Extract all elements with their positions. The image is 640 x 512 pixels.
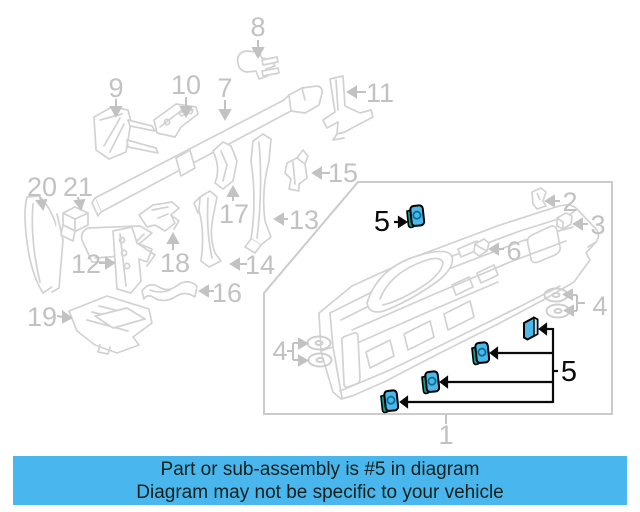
part-2-drawing — [531, 187, 547, 210]
part-7-label: 7 — [217, 73, 232, 103]
part-10-arrow — [179, 97, 193, 119]
part-8-drawing — [236, 50, 280, 80]
part-13-arrow — [273, 212, 288, 226]
part-20-label: 20 — [27, 172, 57, 202]
part-14-drawing — [193, 190, 222, 268]
part-14-label: 14 — [245, 250, 275, 280]
part-13-drawing — [244, 133, 272, 254]
part-17-drawing — [212, 141, 238, 190]
banner-line-2: Diagram may not be specific to your vehi… — [136, 481, 504, 503]
part-13-label: 13 — [289, 205, 319, 235]
part-4-left-bracket — [287, 337, 310, 367]
part-4-right-bracket — [561, 288, 585, 317]
part-21-arrow — [73, 196, 86, 212]
part-5-bracket — [399, 322, 558, 409]
part-3-label: 3 — [590, 210, 605, 240]
part-20-drawing — [24, 195, 64, 294]
part-12-label: 12 — [71, 249, 101, 279]
highlighted-clip-top — [406, 204, 426, 229]
part-16-arrow — [198, 284, 214, 298]
part-20-arrow — [35, 196, 48, 212]
part-6-arrow — [488, 242, 504, 256]
highlighted-clips — [380, 204, 539, 414]
part-12-drawing — [112, 226, 156, 294]
part-9-arrow — [109, 99, 123, 119]
part-9-label: 9 — [108, 73, 123, 103]
part-3-drawing — [556, 212, 573, 230]
part-18-label: 18 — [160, 248, 190, 278]
highlighted-clip-1 — [523, 316, 539, 341]
part-21-drawing — [60, 206, 89, 242]
part-6-label: 6 — [506, 236, 521, 266]
part-4-left-label: 4 — [272, 336, 287, 366]
highlighted-clip-2 — [471, 341, 491, 366]
part-9-drawing — [93, 106, 159, 160]
part-2-arrow — [544, 194, 560, 208]
part-5-top-arrow — [394, 215, 409, 229]
part-5-top-label: 5 — [374, 206, 390, 238]
part-15-arrow — [311, 166, 330, 180]
banner-line-1: Part or sub-assembly is #5 in diagram — [160, 458, 480, 480]
part-10-drawing — [153, 103, 199, 138]
part-11-drawing — [322, 75, 374, 141]
gray-arrows — [35, 40, 588, 424]
part-12-arrow — [99, 256, 116, 270]
part-16-label: 16 — [212, 278, 242, 308]
part-15-label: 15 — [328, 158, 358, 188]
part-5-group-label: 5 — [561, 356, 577, 388]
highlight-callouts — [394, 215, 558, 409]
part-6-drawing — [473, 238, 490, 257]
instrument-panel-drawing — [318, 204, 600, 400]
highlighted-clip-4 — [380, 389, 400, 414]
part-18-arrow — [166, 231, 180, 250]
part-11-label: 11 — [366, 78, 394, 108]
part-19-label: 19 — [27, 302, 57, 332]
part-2-label: 2 — [562, 187, 577, 217]
part-4-right-label: 4 — [592, 291, 607, 321]
part-7-arrow — [218, 100, 232, 122]
diagram-region-box — [263, 181, 613, 415]
highlighted-clip-3 — [421, 370, 441, 395]
part-16-drawing — [141, 280, 198, 302]
part-8-arrow — [251, 40, 265, 60]
part-3-arrow — [572, 217, 588, 231]
part-17-arrow — [226, 184, 240, 201]
part-11-arrow — [346, 85, 366, 99]
part-21-label: 21 — [63, 172, 93, 202]
part-17-label: 17 — [219, 199, 249, 229]
part-8-label: 8 — [250, 12, 265, 42]
part-19-drawing — [68, 295, 153, 355]
part-1-label: 1 — [438, 420, 453, 450]
part-15-drawing — [284, 149, 309, 192]
part-14-arrow — [229, 257, 247, 271]
part-18-drawing — [138, 201, 180, 232]
note-banner: Part or sub-assembly is #5 in diagram Di… — [13, 456, 627, 505]
part-10-label: 10 — [171, 70, 201, 100]
part-19-arrow — [56, 310, 73, 324]
